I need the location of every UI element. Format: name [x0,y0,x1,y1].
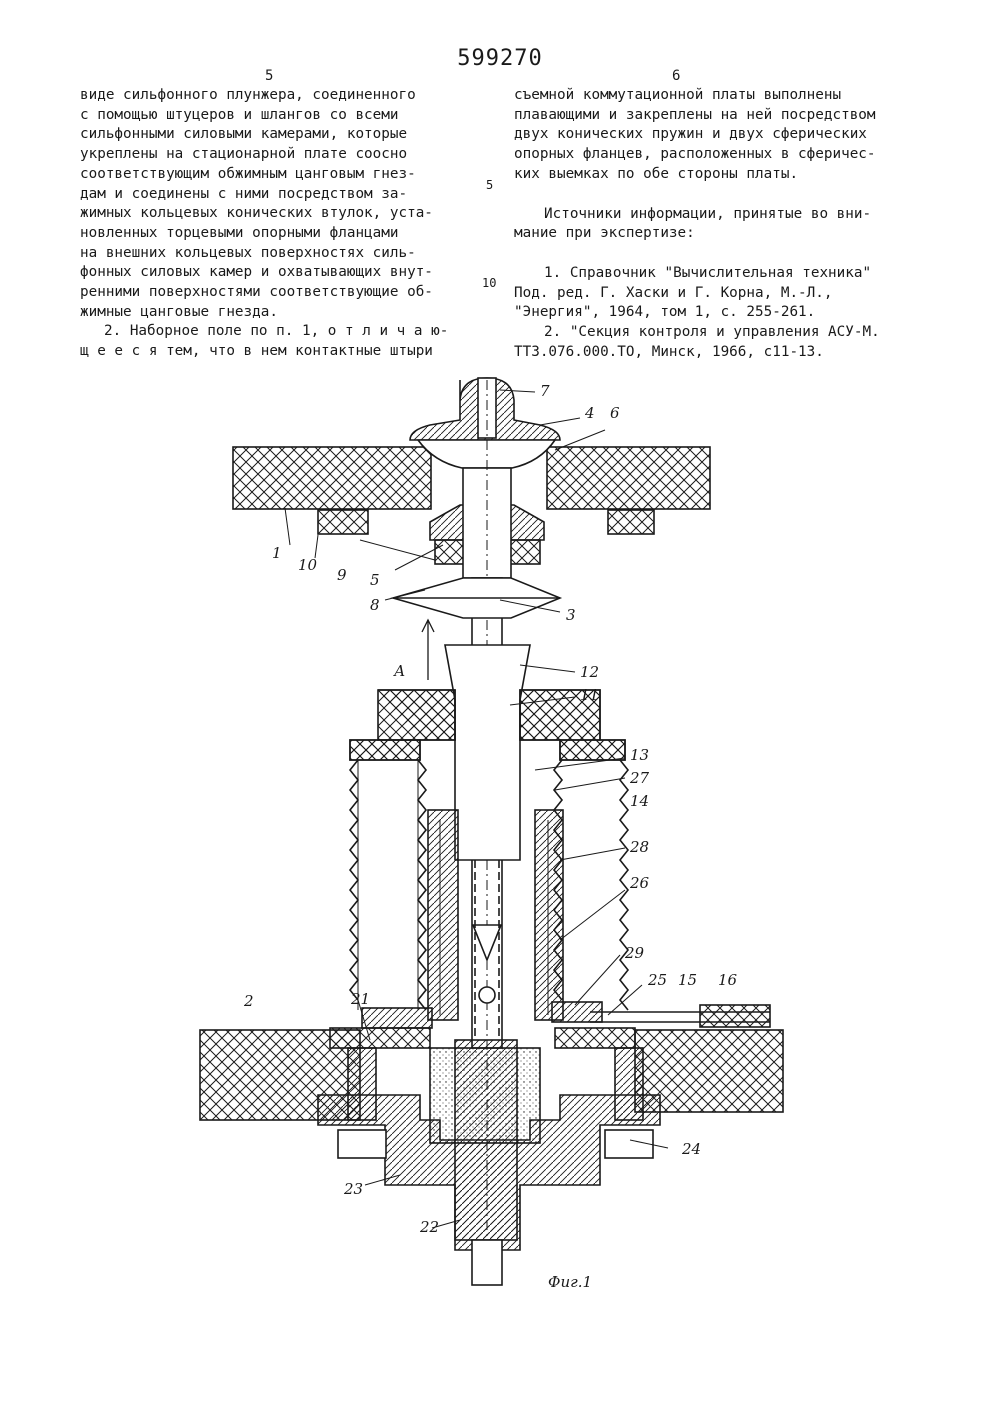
fastening-block-left [318,510,368,534]
label-1: 1 [272,544,282,562]
label-2: 2 [243,992,254,1010]
label-3: 3 [566,606,576,624]
label-23: 23 [343,1180,363,1198]
label-9: 9 [337,566,347,584]
bolt-right-head [605,1130,653,1158]
bolt-right [615,1048,643,1120]
label-12: 12 [580,663,599,681]
removable-plate-right [547,447,710,509]
label-27: 27 [629,769,650,787]
collet-hole [479,987,495,1003]
label-8: 8 [370,596,380,614]
inner-sleeve-left [428,810,458,1020]
washer-21 [362,1008,432,1028]
label-21: 21 [350,990,370,1008]
label-5: 5 [370,571,380,589]
bellows-right-zigzag [554,760,628,1010]
label-13: 13 [630,746,649,764]
inner-sleeve-right [535,810,563,1020]
collet-body-lower [455,1040,517,1240]
label-16: 16 [718,971,738,989]
mount-plate-left [330,1028,430,1048]
bolt-left-head [338,1130,386,1158]
label-4: 4 [584,404,595,422]
label-22: 22 [419,1218,439,1236]
label-11: 11 [580,686,599,704]
label-29: 29 [624,944,645,962]
bellows-left [358,760,418,1010]
figure-caption: Фиг.1 [548,1273,592,1291]
arrow-label-a: А [393,662,405,680]
lower-shank [472,1240,502,1285]
label-28: 28 [629,838,649,856]
bellows-left-zigzag [350,760,426,1010]
label-6: 6 [610,404,620,422]
clamp-ring-left [378,690,455,740]
label-26: 26 [629,874,650,892]
clamp-flange-right [560,740,625,760]
label-15: 15 [678,971,697,989]
label-7: 7 [540,382,550,400]
bolt-left [348,1048,376,1120]
fastening-block-right [608,510,654,534]
clamp-flange-left [350,740,420,760]
label-25: 25 [647,971,667,989]
hose-16 [700,1005,770,1027]
label-24: 24 [681,1140,701,1158]
mount-plate-right [555,1028,635,1048]
label-14: 14 [630,792,649,810]
label-10: 10 [298,556,318,574]
removable-plate-left [233,447,431,509]
